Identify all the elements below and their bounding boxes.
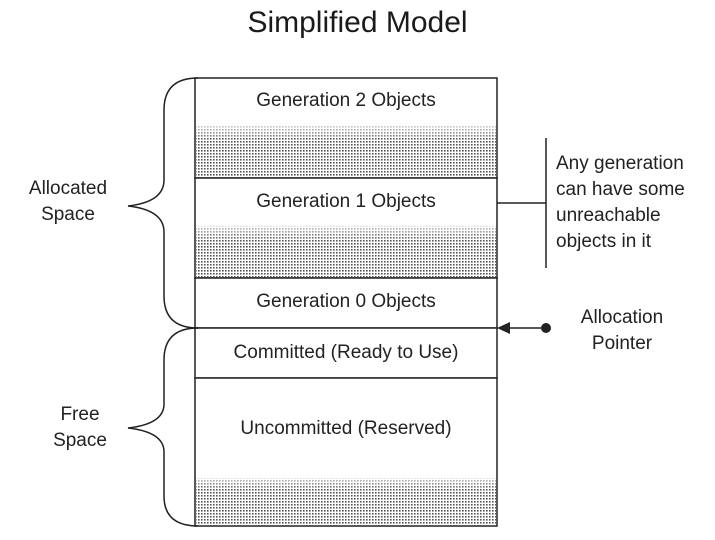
uncommitted-label: Uncommitted (Reserved) [240,418,452,439]
gen0-label: Generation 0 Objects [256,291,436,312]
free-space-label-line2: Space [53,430,107,451]
allocation-pointer-dot [541,323,551,333]
allocation-pointer-label: Allocation Pointer [562,305,682,357]
allocated-brace [127,77,199,329]
allocated-space-label-line2: Space [41,204,95,225]
allocated-space-label-line1: Allocated [28,178,108,199]
unreachable-note: Any generation can have some unreachable… [556,151,714,255]
free-brace [127,327,199,527]
unreachable-note-line2: can have some [556,179,685,200]
unreachable-note-line4: objects in it [556,231,652,252]
allocation-pointer-arrowhead [497,322,510,334]
unreachable-note-line1: Any generation [556,153,684,174]
diagram-title: Simplified Model [247,6,468,39]
gen1-label: Generation 1 Objects [256,191,436,212]
committed-label: Committed (Ready to Use) [233,342,459,363]
unreachable-note-line3: unreachable [556,205,661,226]
free-space-label-line1: Free [60,404,100,425]
gen2-label: Generation 2 Objects [256,90,436,111]
free-space-label: Free Space [30,402,130,454]
allocation-pointer-label-line2: Pointer [591,333,653,354]
allocation-pointer-label-line1: Allocation [580,307,664,328]
allocated-space-label: Allocated Space [18,176,118,228]
